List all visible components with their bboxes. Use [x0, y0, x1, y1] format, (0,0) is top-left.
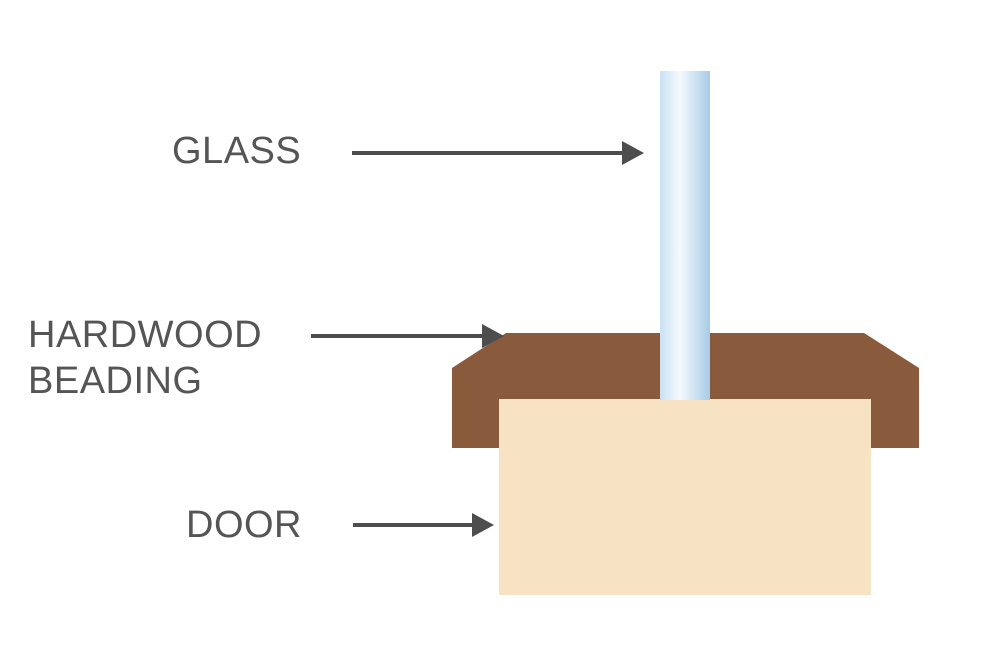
glass-label-text: GLASS — [172, 130, 302, 172]
door-label-text: DOOR — [186, 504, 302, 546]
glass-pane-shape — [660, 71, 710, 400]
glass-arrow — [352, 141, 644, 165]
hardwood-beading-label-line2: BEADING — [28, 360, 203, 402]
glass-label: GLASS — [172, 128, 301, 174]
hardwood-beading-label-line1: HARDWOOD — [28, 314, 263, 356]
door-label: DOOR — [186, 502, 302, 548]
hardwood-beading-label: HARDWOOD BEADING — [28, 312, 262, 404]
beading-arrow — [311, 324, 504, 348]
door-shape — [499, 399, 871, 595]
door-arrow — [353, 513, 494, 537]
